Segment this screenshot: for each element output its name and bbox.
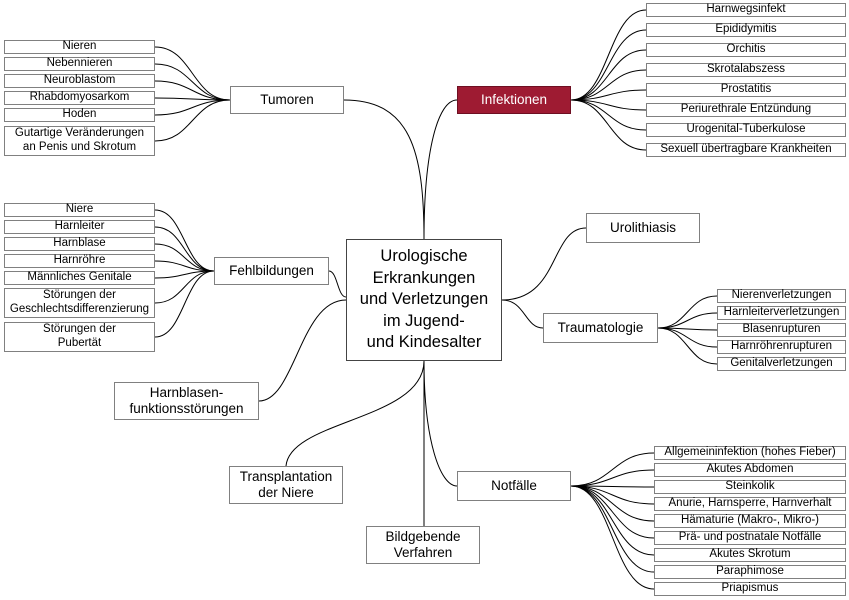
notfaelle-item: Paraphimose [654, 565, 846, 579]
tumoren-item: Nieren [4, 40, 155, 54]
infektionen-item: Sexuell übertragbare Krankheiten [646, 143, 846, 157]
infektionen-item: Periurethrale Entzündung [646, 103, 846, 117]
branch-traumatologie: Traumatologie [543, 313, 658, 343]
connector-line [154, 99, 231, 142]
connector-line [423, 360, 458, 487]
connector-line [154, 80, 231, 101]
notfaelle-item: Prä- und postnatale Notfälle [654, 531, 846, 545]
notfaelle-item: Priapismus [654, 582, 846, 596]
connector-line [343, 99, 425, 240]
connector-line [570, 469, 655, 487]
notfaelle-item: Hämaturie (Makro-, Mikro-) [654, 514, 846, 528]
infektionen-item: Epididymitis [646, 23, 846, 37]
branch-urolithiasis: Urolithiasis [586, 213, 700, 243]
connector-line [328, 270, 347, 298]
infektionen-item: Orchitis [646, 43, 846, 57]
notfaelle-item: Allgemeininfektion (hohes Fieber) [654, 446, 846, 460]
tumoren-item: Neuroblastom [4, 74, 155, 88]
connector-line [154, 270, 215, 279]
fehlbildungen-item: Harnblase [4, 237, 155, 251]
fehlbildungen-item: Niere [4, 203, 155, 217]
connector-line [570, 49, 647, 101]
tumoren-item: Rhabdomyosarkom [4, 91, 155, 105]
traumatologie-item: Nierenverletzungen [717, 289, 846, 303]
tumoren-item: Hoden [4, 108, 155, 122]
tumoren-item: Gutartige Veränderungen an Penis und Skr… [4, 126, 155, 156]
fehlbildungen-item: Störungen der Geschlechtsdifferenzierung [4, 288, 155, 318]
notfaelle-item: Akutes Abdomen [654, 463, 846, 477]
connector-line [154, 209, 215, 272]
connector-line [423, 99, 458, 240]
traumatologie-item: Blasenrupturen [717, 323, 846, 337]
traumatologie-item: Genitalverletzungen [717, 357, 846, 371]
central-topic: Urologische Erkrankungen und Verletzunge… [346, 239, 502, 361]
fehlbildungen-item: Harnleiter [4, 220, 155, 234]
branch-tumoren: Tumoren [230, 86, 344, 114]
notfaelle-item: Anurie, Harnsperre, Harnverhalt [654, 497, 846, 511]
connector-line [570, 485, 655, 556]
connector-line [285, 360, 425, 467]
fehlbildungen-item: Harnröhre [4, 254, 155, 268]
tumoren-item: Nebennieren [4, 57, 155, 71]
connector-line [570, 29, 647, 101]
branch-transplantation: Transplantation der Niere [229, 466, 343, 504]
connector-line [570, 99, 647, 111]
connector-line [501, 227, 587, 301]
fehlbildungen-item: Männliches Genitale [4, 271, 155, 285]
infektionen-item: Urogenital-Tuberkulose [646, 123, 846, 137]
infektionen-item: Skrotalabszess [646, 63, 846, 77]
connector-line [657, 295, 718, 329]
connector-line [657, 327, 718, 365]
connector-line [501, 299, 544, 329]
connector-line [570, 485, 655, 590]
connector-line [154, 226, 215, 272]
notfaelle-item: Steinkolik [654, 480, 846, 494]
connector-line [657, 312, 718, 329]
connector-line [657, 327, 718, 348]
connector-line [570, 69, 647, 101]
connector-line [154, 99, 231, 116]
branch-notfaelle: Notfälle [457, 471, 571, 501]
connector-line [570, 9, 647, 101]
notfaelle-item: Akutes Skrotum [654, 548, 846, 562]
connector-line [154, 63, 231, 101]
branch-infektionen: Infektionen [457, 86, 571, 114]
traumatologie-item: Harnleiterverletzungen [717, 306, 846, 320]
connector-line [570, 485, 655, 573]
connector-line [154, 270, 215, 338]
traumatologie-item: Harnröhrenrupturen [717, 340, 846, 354]
branch-fehlbildungen: Fehlbildungen [214, 257, 329, 285]
connector-line [154, 46, 231, 101]
connector-line [154, 243, 215, 272]
connector-line [570, 485, 655, 539]
connector-line [570, 99, 647, 131]
connector-line [570, 452, 655, 487]
infektionen-item: Prostatitis [646, 83, 846, 97]
connector-line [570, 99, 647, 151]
infektionen-item: Harnwegsinfekt [646, 3, 846, 17]
connector-line [258, 299, 347, 402]
branch-bildgebende-verfahren: Bildgebende Verfahren [366, 526, 480, 564]
connector-line [154, 270, 215, 304]
fehlbildungen-item: Störungen der Pubertät [4, 322, 155, 352]
branch-harnblasenfunktionsstoerungen: Harnblasen- funktionsstörungen [114, 382, 259, 420]
connector-line [154, 260, 215, 272]
connector-line [570, 89, 647, 101]
